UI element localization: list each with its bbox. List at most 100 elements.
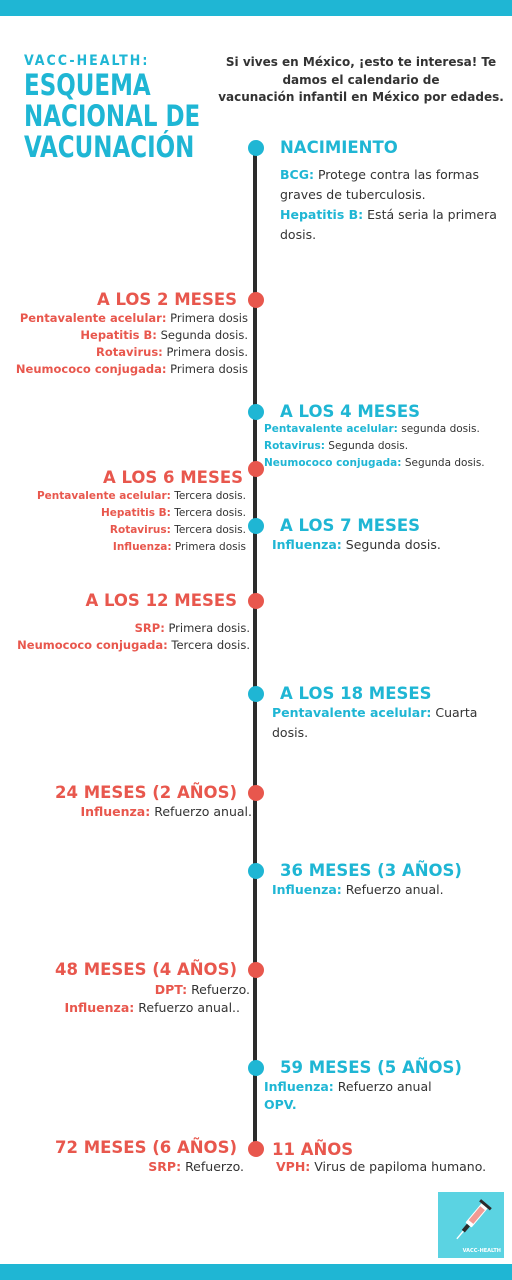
vaccine-desc: Primera dosis (174, 541, 246, 553)
timeline-dot-24-meses (248, 785, 264, 801)
vaccine-name: Rotavirus: (264, 440, 325, 452)
vaccine-name: Hepatitis B: (101, 507, 171, 519)
milestone-title-72-meses: 72 MESES (6 AÑOS) (55, 1138, 237, 1157)
vaccine-name: Influenza: (80, 804, 151, 819)
milestone-entry: DPT: Refuerzo. (155, 981, 250, 998)
milestone-entry: Influenza: Refuerzo anual. (80, 803, 252, 820)
milestone-entry: Rotavirus: Tercera dosis. (110, 522, 246, 539)
milestone-title-2-meses: A LOS 2 MESES (96, 290, 237, 309)
timeline-dot-6-meses (248, 461, 264, 477)
timeline-dot-59-meses (248, 1060, 264, 1076)
vaccine-name: SRP: (148, 1159, 182, 1174)
brand-name: VACC-HEALTH: (24, 53, 150, 69)
milestone-entry: Influenza: Primera dosis (113, 539, 246, 556)
milestone-entry: OPV. (264, 1096, 297, 1113)
vaccine-desc: Segunda dosis. (345, 537, 441, 552)
vaccine-desc: Refuerzo anual (337, 1079, 432, 1094)
milestone-entry: Pentavalente acelular: segunda dosis. (264, 421, 480, 438)
vaccine-desc: Primera dosis (170, 311, 248, 325)
vaccine-name: Neumococo conjugada: (17, 638, 168, 652)
vaccine-name: Neumococo conjugada: (15, 362, 167, 376)
vacc-health-logo: VACC-HEALTH (438, 1192, 504, 1258)
vaccine-name: Rotavirus: (109, 524, 171, 536)
vaccine-desc: Tercera dosis. (174, 490, 246, 502)
vaccine-name: VPH: (276, 1159, 311, 1174)
brand-title: VACC-HEALTH: ESQUEMA NACIONAL DE VACUNAC… (24, 52, 214, 163)
vaccine-name: Pentavalente acelular: (36, 490, 171, 502)
intro-line-2: damos el calendario de (282, 72, 440, 87)
vaccine-name: SRP: (134, 621, 165, 635)
intro-line-3: vacunación infantil en México por edades… (218, 90, 504, 104)
milestone-entry: Rotavirus: Segunda dosis. (264, 438, 408, 455)
vaccine-desc: Primera dosis (170, 362, 248, 376)
milestone-title-6-meses: A LOS 6 MESES (102, 468, 243, 487)
milestone-entry: SRP: Primera dosis. (135, 620, 250, 637)
vaccine-name: Pentavalente acelular: (264, 423, 398, 435)
milestone-body-nacimiento: BCG: Protege contra las formas graves de… (280, 165, 506, 245)
milestone-entry: Rotavirus: Primera dosis. (96, 344, 248, 361)
vaccine-name: Influenza: (64, 1000, 135, 1015)
vaccine-desc: Refuerzo anual. (345, 882, 444, 897)
timeline-line (253, 148, 257, 1154)
bottom-accent-bar (0, 1264, 512, 1280)
vaccine-desc: Tercera dosis. (171, 638, 250, 652)
vaccine-name: Pentavalente acelular: (19, 311, 167, 325)
vaccine-desc: Está seria la primera dosis. (280, 207, 497, 242)
milestone-entry: Neumococo conjugada: Tercera dosis. (17, 637, 250, 654)
milestone-title-nacimiento: NACIMIENTO (280, 138, 398, 157)
timeline-dot-18-meses (248, 686, 264, 702)
milestone-title-59-meses: 59 MESES (5 AÑOS) (280, 1058, 462, 1077)
vaccine-name: BCG: (280, 167, 314, 182)
timeline-dot-48-meses (248, 962, 264, 978)
milestone-entry: Neumococo conjugada: Primera dosis (16, 361, 248, 378)
vaccine-desc: Tercera dosis. (174, 507, 246, 519)
brand-title-line-3: VACUNACIÓN (24, 130, 195, 164)
milestone-entry: Pentavalente acelular: Primera dosis (20, 310, 248, 327)
vaccine-desc: Protege contra las formas graves de tube… (280, 167, 480, 202)
milestone-title-18-meses: A LOS 18 MESES (280, 684, 432, 703)
vaccine-desc: Primera dosis. (168, 621, 250, 635)
milestone-title-24-meses: 24 MESES (2 AÑOS) (55, 783, 237, 802)
vaccine-name: Influenza: (272, 537, 342, 552)
timeline-dot-nacimiento (248, 140, 264, 156)
milestone-entry: Influenza: Refuerzo anual. (272, 881, 444, 898)
vaccine-desc: dosis. (272, 725, 309, 740)
vaccine-name: Hepatitis B: (80, 328, 157, 342)
intro-text: Si vives en México, ¡esto te interesa! T… (216, 54, 506, 107)
vaccine-name: Neumococo conjugada: (264, 457, 402, 469)
vaccine-name: Rotavirus: (96, 345, 163, 359)
timeline-dot-12-meses (248, 593, 264, 609)
vaccine-name: Influenza: (272, 882, 342, 897)
vaccine-desc: Segunda dosis. (328, 440, 409, 452)
vaccine-desc: Segunda dosis. (160, 328, 248, 342)
vaccine-name: Influenza: (264, 1079, 334, 1094)
vaccine-desc: Refuerzo. (191, 982, 250, 997)
milestone-entry: SRP: Refuerzo. (148, 1158, 244, 1175)
vaccine-name: DPT: (154, 982, 188, 997)
milestone-title-11-anos: 11 AÑOS (272, 1140, 354, 1159)
milestone-entry: Pentavalente acelular: Tercera dosis. (37, 488, 246, 505)
vaccine-desc: Primera dosis. (166, 345, 248, 359)
vaccine-desc: segunda dosis. (401, 423, 480, 435)
vaccine-name: Influenza: (112, 541, 172, 553)
milestone-entry: VPH: Virus de papiloma humano. (276, 1158, 486, 1175)
timeline-dot-4-meses (248, 404, 264, 420)
milestone-entry: Influenza: Refuerzo anual (264, 1078, 432, 1095)
vaccine-name: Pentavalente acelular: (272, 705, 432, 720)
milestone-title-7-meses: A LOS 7 MESES (280, 516, 421, 535)
milestone-entry: Influenza: Refuerzo anual.. (64, 999, 240, 1016)
vaccine-desc: Refuerzo. (185, 1159, 244, 1174)
vaccine-desc: Refuerzo anual. (154, 804, 252, 819)
milestone-title-48-meses: 48 MESES (4 AÑOS) (55, 960, 237, 979)
logo-caption: VACC-HEALTH (462, 1248, 501, 1254)
milestone-entry: Hepatitis B: Tercera dosis. (101, 505, 246, 522)
milestone-title-12-meses: A LOS 12 MESES (85, 591, 237, 610)
vaccine-desc: Refuerzo anual.. (138, 1000, 240, 1015)
brand-title-line-1: ESQUEMA (24, 68, 151, 102)
timeline-dot-72-meses (248, 1141, 264, 1157)
vaccine-name: Hepatitis B: (280, 207, 364, 222)
brand-title-line-2: NACIONAL DE (24, 99, 201, 133)
milestone-entry: Hepatitis B: Segunda dosis. (80, 327, 248, 344)
intro-line-1: Si vives en México, ¡esto te interesa! T… (225, 55, 497, 69)
milestone-title-36-meses: 36 MESES (3 AÑOS) (280, 861, 462, 880)
